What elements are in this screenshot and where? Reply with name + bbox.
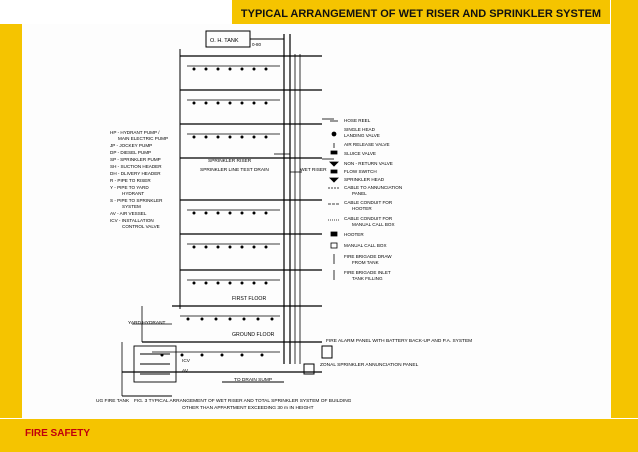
legend-item: NON - RETURN VALVE: [344, 161, 393, 166]
legend-item: SPRINKLER HEAD: [344, 177, 385, 182]
legend-item: LANDING VALVE: [344, 133, 380, 138]
abbreviation-item: R - PIPE TO RISER: [110, 178, 151, 183]
legend-item: FLOW SWITCH: [344, 169, 377, 174]
legend-item: FROM TANK: [352, 260, 380, 265]
fire-alarm-panel-label: FIRE ALARM PANEL WITH BATTERY BACK-UP AN…: [326, 338, 472, 344]
wet-riser-label: WET RISER: [300, 167, 327, 173]
oh-tank-label: O. H. TANK: [210, 38, 239, 44]
legend-item: CABLE CONDUIT FOR: [344, 216, 393, 221]
abbreviation-item: ICV - INSTALLATION: [110, 218, 154, 223]
abbreviation-item: HP - HYDRANT PUMP /: [110, 130, 160, 135]
legend-item: TANK FILLING: [352, 276, 383, 281]
footer-bar: FIRE SAFETY: [0, 419, 638, 452]
sprinkler-riser-label: SPRINKLER RISER: [208, 158, 252, 164]
diagram-svg: O. H. TANK 0-80 HP - HYDRANT PUMP / MAIN…: [96, 30, 472, 411]
legend-item: FIRE BRIGADE DRAW: [344, 254, 392, 259]
slide-title: TYPICAL ARRANGEMENT OF WET RISER AND SPR…: [240, 7, 602, 20]
right-accent-bar: [611, 0, 638, 418]
sprinkler-test-drain-label: SPRINKLER LINE TEST DRAIN: [200, 167, 269, 173]
figure-caption-line1: FIG. 3 TYPICAL ARRANGEMENT OF WET RISER …: [134, 398, 352, 404]
legend-item: MANUAL CALL BOX: [352, 222, 395, 227]
zonal-panel-label: ZONAL SPRINKLER ANNUNCIATION PANEL: [320, 362, 419, 368]
figure-caption-line2: OTHER THAN APPARTMENT EXCEEDING 30 m IN …: [182, 405, 314, 411]
icv-label: ICV: [182, 358, 191, 364]
abbreviation-item: DP - DIESEL PUMP: [110, 150, 151, 155]
legend-item: CABLE TO ANNUNCIATION: [344, 185, 402, 190]
riser-diagram: O. H. TANK 0-80 HP - HYDRANT PUMP / MAIN…: [22, 24, 611, 419]
legend-item: SINGLE HEAD: [344, 127, 376, 132]
yard-hydrant-label: YARD HYDRANT: [128, 320, 166, 326]
ground-floor-label: GROUND FLOOR: [232, 332, 275, 338]
legend-item: CABLE CONDUIT FOR: [344, 200, 393, 205]
legend-item: HOOTER: [352, 206, 372, 211]
abbreviation-list: HP - HYDRANT PUMP / MAIN ELECTRIC PUMP J…: [110, 130, 168, 229]
legend-list: HOSE REEL SINGLE HEAD LANDING VALVE AIR …: [344, 118, 402, 281]
legend-item: HOSE REEL: [344, 118, 371, 123]
legend-item: HOOTER: [344, 232, 364, 237]
legend-symbols: [328, 120, 340, 280]
pump-room: [133, 345, 177, 383]
abbreviation-item: JP - JOCKEY PUMP: [110, 143, 152, 148]
tank-pipe-label: 0-80: [252, 42, 262, 47]
left-accent-bar: [0, 24, 22, 418]
footer-label: FIRE SAFETY: [25, 428, 91, 439]
legend-item: SLUICE VALVE: [344, 151, 376, 156]
ug-fire-tank-label: UG FIRE TANK: [96, 398, 130, 404]
legend-item: FIRE BRIGADE INLET: [344, 270, 391, 275]
sprinkler-heads: [160, 67, 274, 357]
abbreviation-item: DH - DLIVERY HEADER: [110, 171, 161, 176]
abbreviation-item: SYSTEM: [122, 204, 141, 209]
legend-item: MANUAL CALL BOX: [344, 243, 387, 248]
first-floor-label: FIRST FLOOR: [232, 296, 266, 302]
abbreviation-item: S - PIPE TO SPRINKLER: [110, 198, 163, 203]
av-label: AV: [182, 368, 189, 374]
legend-item: AIR RELEASE VALVE: [344, 142, 390, 147]
abbreviation-item: SH - SUCTION HEADER: [110, 164, 162, 169]
abbreviation-item: MAIN ELECTRIC PUMP: [118, 136, 168, 141]
abbreviation-item: Y - PIPE TO YARD: [110, 185, 149, 190]
abbreviation-item: HYDRANT: [122, 191, 144, 196]
drain-sump-label: TO DRAIN SUMP: [234, 377, 272, 383]
abbreviation-item: AV - AIR VESSEL: [110, 211, 147, 216]
abbreviation-item: CONTROL VALVE: [122, 224, 160, 229]
legend-item: PANEL: [352, 191, 367, 196]
slide-title-bar: TYPICAL ARRANGEMENT OF WET RISER AND SPR…: [232, 0, 610, 27]
abbreviation-item: SP - SPRINKLER PUMP: [110, 157, 161, 162]
